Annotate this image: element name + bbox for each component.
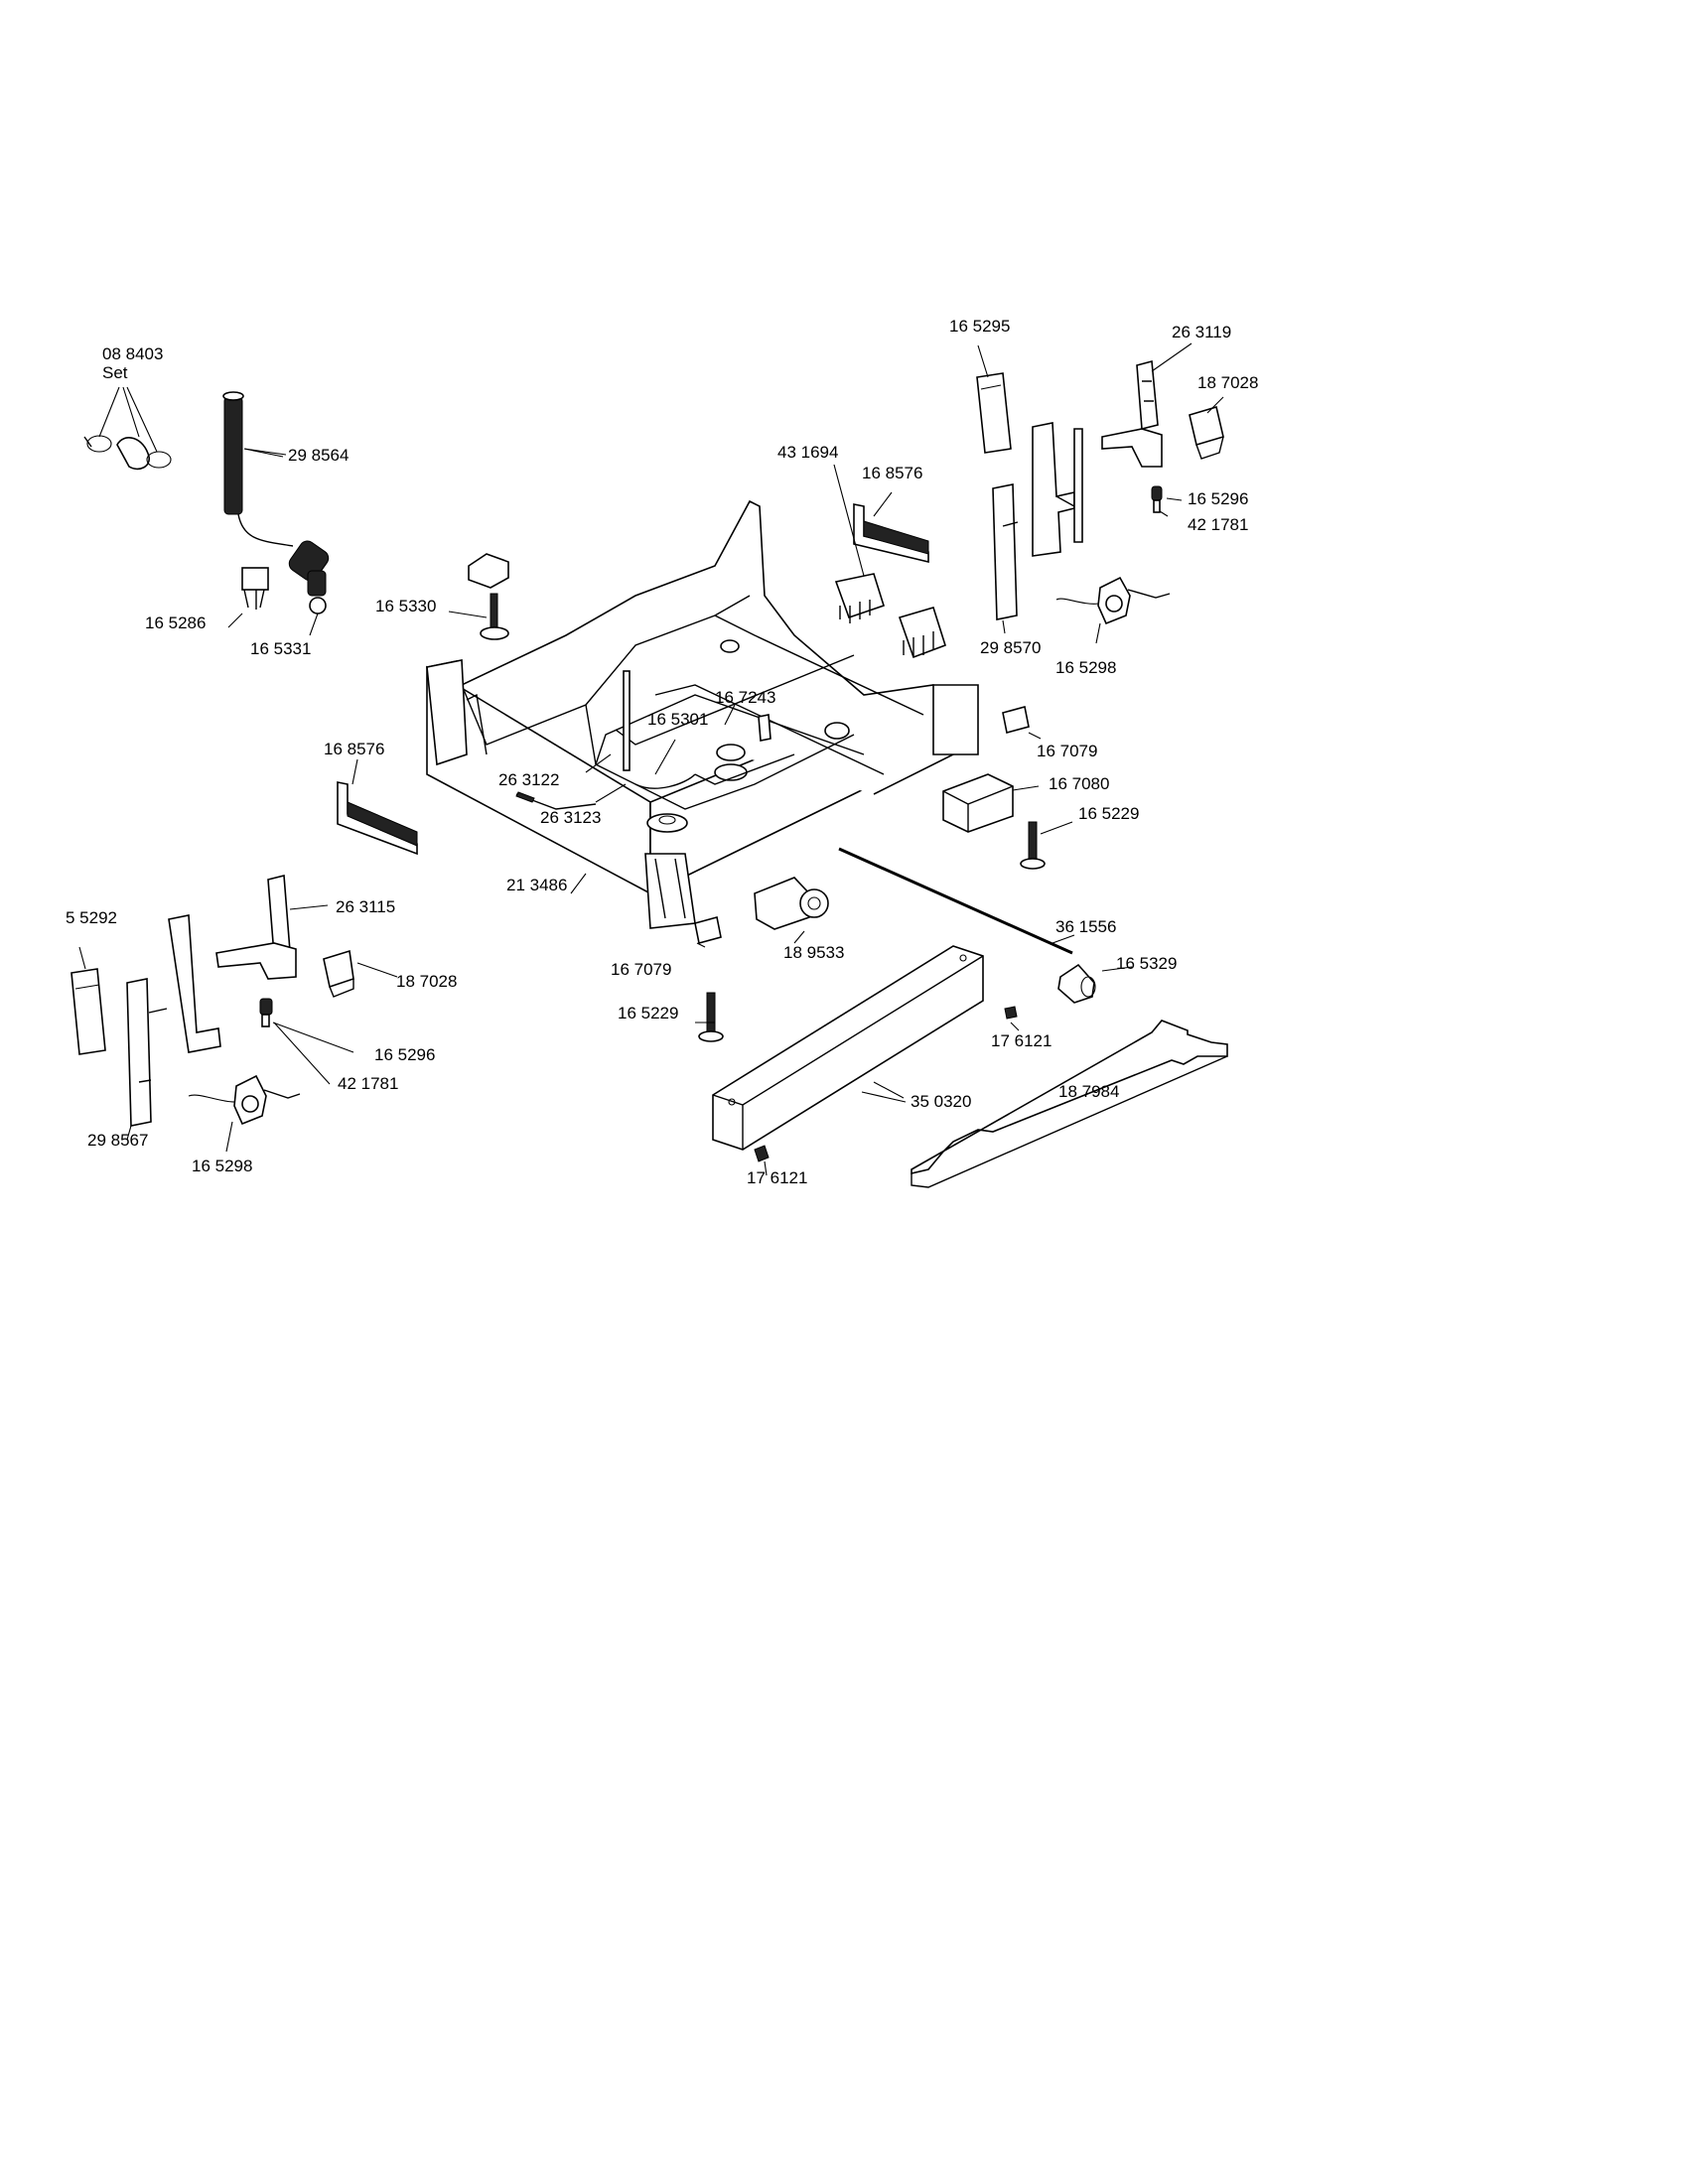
- label-165229-upper: 16 5229: [1078, 804, 1140, 823]
- hinge-cap-upper: [1189, 405, 1224, 460]
- wire-comb-upper: [853, 503, 929, 564]
- hinge-spring-upper: [1151, 485, 1163, 513]
- label-421781-upper: 42 1781: [1188, 515, 1249, 534]
- wire-harness: [515, 791, 597, 810]
- label-361556: 36 1556: [1055, 917, 1117, 936]
- label-165329: 16 5329: [1116, 954, 1178, 973]
- hinge-plate-right: [992, 422, 1083, 620]
- label-168576-upper: 16 8576: [862, 464, 923, 482]
- label-187028-lower: 18 7028: [396, 972, 458, 991]
- label-167080: 16 7080: [1049, 774, 1110, 793]
- small-screw-upper: [1004, 1006, 1018, 1020]
- label-263119: 26 3119: [1172, 323, 1232, 341]
- hinge-plate-left: [126, 914, 221, 1127]
- bracket-box: [942, 773, 1014, 833]
- label-350320: 35 0320: [911, 1092, 972, 1111]
- hinge-bracket-left: [215, 874, 297, 980]
- mounting-clip-upper: [1002, 706, 1030, 734]
- label-165296-upper: 16 5296: [1188, 489, 1249, 508]
- label-431694: 43 1694: [777, 443, 839, 462]
- cover-part: [976, 372, 1012, 454]
- leader-lines: [78, 342, 1224, 1176]
- rod-part: [838, 847, 1073, 955]
- label-167243: 16 7243: [715, 688, 776, 707]
- hinge-spring-lower: [259, 998, 273, 1027]
- label-088403: 08 8403: [102, 344, 164, 363]
- label-165295: 16 5295: [949, 317, 1011, 336]
- label-165229-lower: 16 5229: [618, 1004, 679, 1023]
- small-screw-lower: [754, 1145, 770, 1162]
- wire-comb-lower: [337, 781, 418, 856]
- label-189533: 18 9533: [783, 943, 845, 962]
- label-213486: 21 3486: [506, 876, 568, 894]
- label-167079-lower: 16 7079: [611, 960, 672, 979]
- label-176121-upper: 17 6121: [991, 1031, 1052, 1050]
- screw-upper: [1020, 821, 1046, 870]
- clip-part: [241, 567, 269, 610]
- label-165330: 16 5330: [375, 597, 437, 615]
- knob-part: [1057, 963, 1096, 1004]
- base-strip: [911, 1020, 1228, 1188]
- small-bracket-part: [758, 714, 772, 742]
- label-168576-lower: 16 8576: [324, 740, 385, 758]
- label-263122: 26 3122: [498, 770, 560, 789]
- toe-kick-panel: [712, 945, 984, 1151]
- label-167079-upper: 16 7079: [1037, 742, 1098, 760]
- label-263123: 26 3123: [540, 808, 602, 827]
- label-165292: 5 5292: [66, 908, 117, 927]
- label-165286: 16 5286: [145, 614, 207, 632]
- label-298570: 29 8570: [980, 638, 1042, 657]
- door-switch-upper: [1055, 576, 1171, 625]
- control-module: [834, 573, 946, 659]
- screw-lower: [698, 992, 724, 1042]
- drain-hose: [222, 391, 330, 614]
- mounting-clip-lower: [694, 916, 722, 944]
- door-switch-lower: [188, 1074, 301, 1126]
- label-187984: 18 7984: [1058, 1082, 1120, 1101]
- label-187028-upper: 18 7028: [1197, 373, 1259, 392]
- label-298567: 29 8567: [87, 1131, 149, 1150]
- label-165301: 16 5301: [647, 710, 709, 729]
- cover-lower: [70, 968, 106, 1055]
- label-set: Set: [102, 363, 128, 382]
- label-165331: 16 5331: [250, 639, 312, 658]
- base-tub: [426, 499, 979, 929]
- label-298564: 29 8564: [288, 446, 350, 465]
- label-165296-lower: 16 5296: [374, 1045, 436, 1064]
- label-421781-lower: 42 1781: [338, 1074, 399, 1093]
- hinge-bracket-right: [1101, 359, 1163, 468]
- hinge-cap-lower: [323, 949, 354, 998]
- leveling-screw: [468, 553, 509, 640]
- label-176121-lower: 17 6121: [747, 1168, 808, 1187]
- valve-part: [754, 877, 829, 930]
- hose-clamp-set: [83, 386, 172, 471]
- label-165298-upper: 16 5298: [1055, 658, 1117, 677]
- label-165298-lower: 16 5298: [192, 1157, 253, 1175]
- label-263115: 26 3115: [336, 897, 396, 916]
